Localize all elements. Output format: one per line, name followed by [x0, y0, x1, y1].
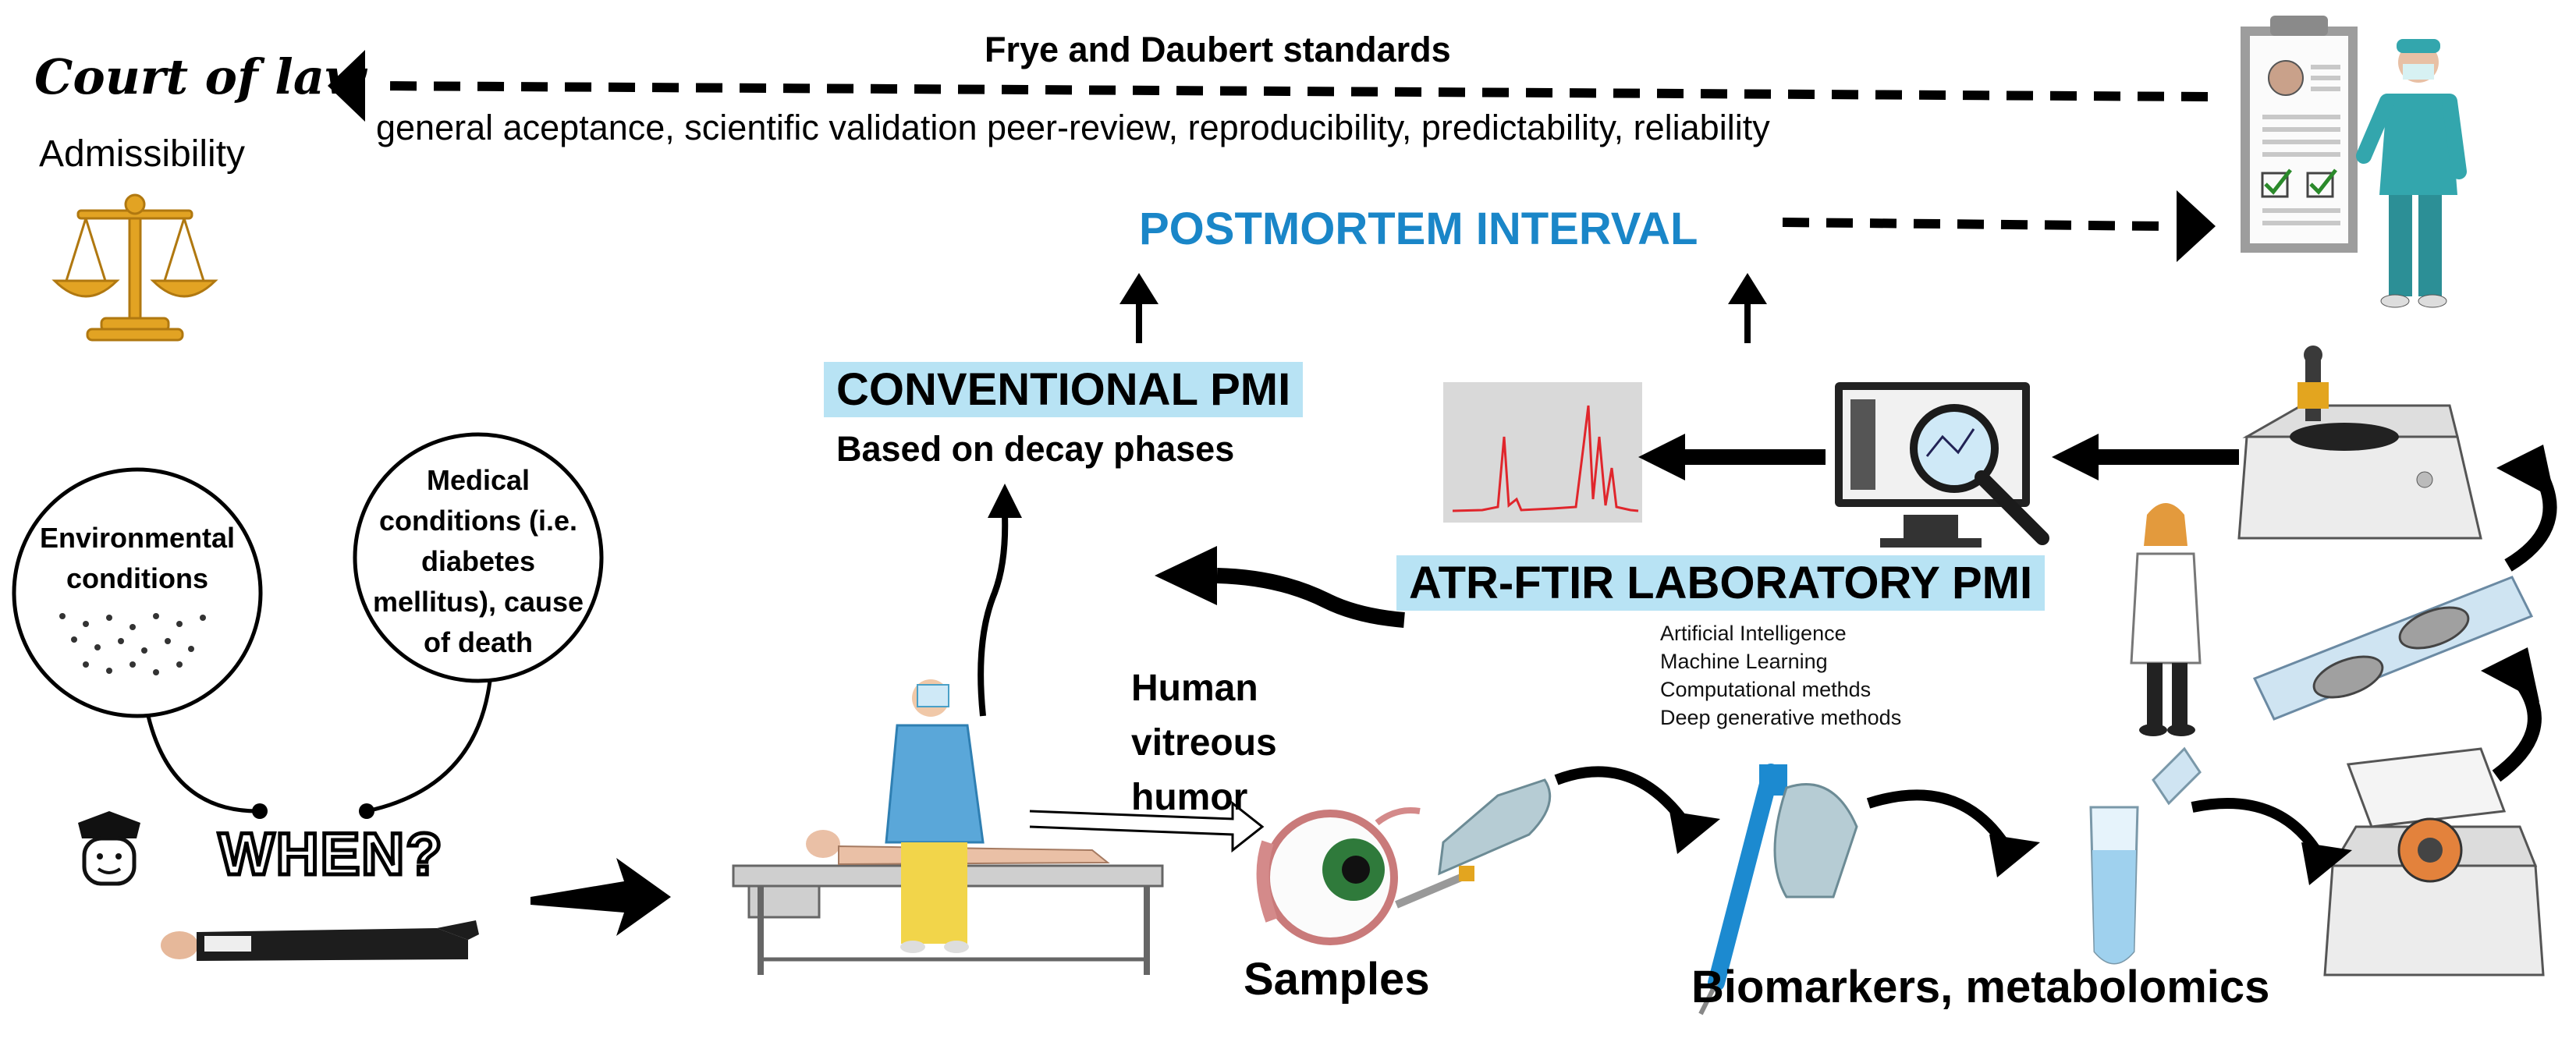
- eye-sample-icon: [1256, 807, 1421, 945]
- method-item: Deep generative methods: [1660, 706, 1902, 729]
- police-officer-icon: [78, 811, 140, 886]
- when-question: WHEN?: [217, 820, 445, 890]
- centrifuge-icon: [2323, 747, 2545, 976]
- environmental-bubble: [12, 467, 268, 819]
- medical-label: Medical conditions (i.e. diabetes mellit…: [372, 464, 584, 658]
- human-vitreous-humor-label: Human vitreous humor: [1131, 668, 1277, 818]
- when-to-autopsy-arrow: [530, 858, 671, 936]
- method-item: Artificial Intelligence: [1660, 622, 1847, 645]
- conventional-pmi-title: CONVENTIONAL PMI: [824, 362, 1304, 417]
- test-tube-icon: [2089, 746, 2202, 965]
- biomarkers-label: Biomarkers, metabolomics: [1691, 962, 2270, 1012]
- method-item: Computational methds: [1660, 678, 1872, 701]
- court-script-title: Court of law: [34, 48, 367, 105]
- right-arrowhead-2: [2481, 647, 2539, 702]
- arrowhead-a: [1669, 811, 1720, 854]
- atr-slide-icon: [2252, 576, 2534, 721]
- lab-flow-arrows: [1638, 434, 2239, 480]
- pmi-dashed-arrow: [1782, 190, 2216, 262]
- body-to-eye-arrow: [1029, 800, 1265, 853]
- ai-methods-list: Artificial Intelligence Machine Learning…: [1660, 619, 1901, 732]
- lying-man-figure: [161, 920, 479, 961]
- method-item: Machine Learning: [1660, 650, 1828, 673]
- atr-ftir-title: ATR-FTIR LABORATORY PMI: [1396, 555, 2046, 611]
- medical-bubble: [353, 432, 604, 819]
- pipette-icon: [1698, 764, 1858, 1015]
- conventional-pmi-subtitle: Based on decay phases: [836, 429, 1235, 469]
- arrowhead-c: [2301, 842, 2352, 885]
- samples-label: Samples: [1244, 954, 1430, 1005]
- standards-criteria: general aceptance, scientific validation…: [376, 108, 1770, 147]
- arrowhead-b: [1989, 835, 2040, 877]
- conventional-up-arrow: [1119, 273, 1158, 343]
- gloved-hand-syringe-icon: [1395, 778, 1552, 909]
- right-arrowhead-1: [2496, 445, 2555, 499]
- scale-of-justice-icon: [51, 193, 218, 342]
- scientist-figure: [2130, 503, 2202, 736]
- medical-report-clipboard-icon: [2241, 16, 2358, 253]
- doctor-figure: [2356, 39, 2467, 308]
- pathologist-figure: [885, 679, 985, 953]
- autopsy-to-conventional-arrow: [978, 484, 1022, 717]
- pmi-title: POSTMORTEM INTERVAL: [1139, 204, 1698, 254]
- standards-title: Frye and Daubert standards: [985, 30, 1451, 69]
- spectrum-plot: [1443, 382, 1642, 523]
- court-admissibility: Admissibility: [39, 133, 246, 175]
- computer-analysis-icon: [1835, 382, 2049, 548]
- atr-to-conventional-arrow: [1155, 546, 1405, 628]
- atr-up-arrow: [1728, 273, 1767, 343]
- environmental-label: Environmental conditions: [39, 522, 236, 594]
- ftir-spectrometer-icon: [2237, 346, 2482, 540]
- standards-dashed-arrow: [328, 50, 2209, 122]
